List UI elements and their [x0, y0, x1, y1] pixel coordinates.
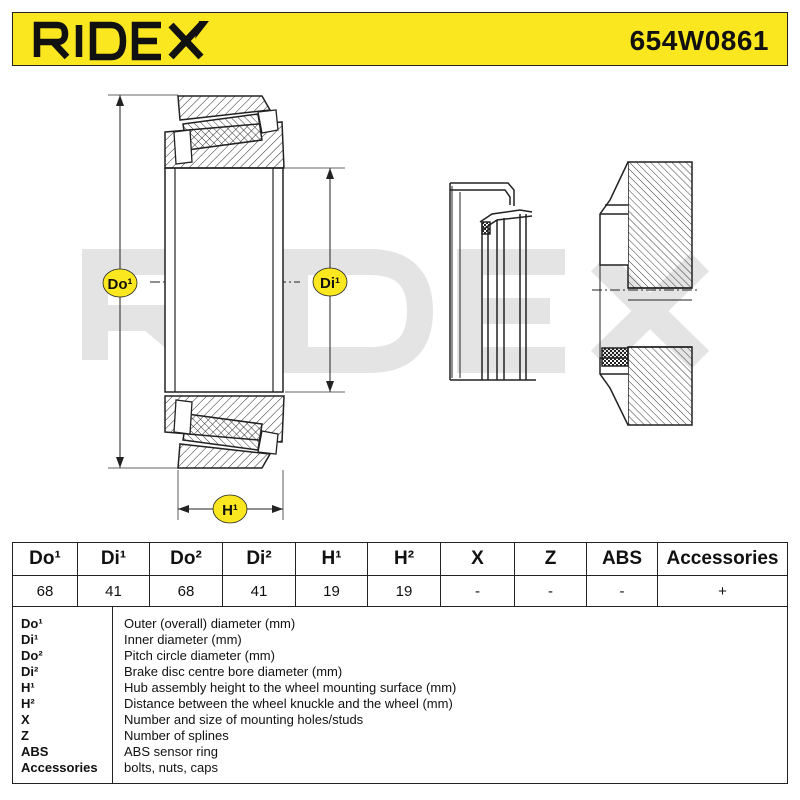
- ridex-logo: [33, 21, 209, 61]
- legend-code: Do²: [21, 648, 43, 663]
- bearing-section: [108, 94, 345, 520]
- legend-row: Di¹ Inner diameter (mm): [13, 632, 789, 648]
- legend-description: Distance between the wheel knuckle and t…: [124, 696, 453, 711]
- legend-row: Do² Pitch circle diameter (mm): [13, 648, 789, 664]
- legend-code: Di¹: [21, 632, 39, 647]
- legend-description: Number of splines: [124, 728, 229, 743]
- header-accessories: Accessories: [657, 542, 788, 576]
- legend-code: H²: [21, 696, 35, 711]
- value-accessories: +: [657, 575, 788, 607]
- value-h2: 19: [367, 575, 441, 607]
- value-do2: 68: [149, 575, 223, 607]
- legend-description: Inner diameter (mm): [124, 632, 242, 647]
- label-di1: Di¹: [312, 267, 348, 297]
- drawing-canvas: Do¹ Di¹ H¹: [82, 94, 710, 524]
- legend-description: Number and size of mounting holes/studs: [124, 712, 364, 727]
- legend-code: Di²: [21, 664, 39, 679]
- legend-description: bolts, nuts, caps: [124, 760, 218, 775]
- legend-table: Do¹ Outer (overall) diameter (mm) Di¹ In…: [12, 606, 788, 784]
- header-z: Z: [514, 542, 587, 576]
- header-h2: H²: [367, 542, 441, 576]
- label-do1: Do¹: [102, 268, 138, 298]
- legend-code: ABS: [21, 744, 49, 759]
- spec-table: Do¹ Di¹ Do² Di² H¹ H² X Z ABS Accessorie…: [12, 542, 788, 607]
- nut-section: [592, 161, 700, 426]
- value-do1: 68: [12, 575, 78, 607]
- header-h1: H¹: [295, 542, 368, 576]
- header-abs: ABS: [586, 542, 658, 576]
- legend-code: Z: [21, 728, 29, 743]
- legend-code: H¹: [21, 680, 35, 695]
- legend-code: Accessories: [21, 760, 98, 775]
- header-di1: Di¹: [77, 542, 150, 576]
- legend-description: Hub assembly height to the wheel mountin…: [124, 680, 457, 695]
- value-di1: 41: [77, 575, 150, 607]
- legend-description: Pitch circle diameter (mm): [124, 648, 275, 663]
- legend-description: Outer (overall) diameter (mm): [124, 616, 296, 631]
- legend-description: ABS sensor ring: [124, 744, 218, 759]
- label-do1-text: Do¹: [108, 276, 133, 293]
- legend-description: Brake disc centre bore diameter (mm): [124, 664, 343, 679]
- legend-row: Accessories bolts, nuts, caps: [13, 760, 789, 776]
- value-x: -: [440, 575, 515, 607]
- legend-row: Z Number of splines: [13, 728, 789, 744]
- legend-row: H² Distance between the wheel knuckle an…: [13, 696, 789, 712]
- legend-row: Do¹ Outer (overall) diameter (mm): [13, 616, 789, 632]
- label-h1-text: H¹: [222, 502, 238, 519]
- value-z: -: [514, 575, 587, 607]
- spec-header-row: Do¹ Di¹ Do² Di² H¹ H² X Z ABS Accessorie…: [12, 542, 788, 576]
- spec-value-row: 68 41 68 41 19 19 - - - +: [12, 575, 788, 607]
- legend-row: X Number and size of mounting holes/stud…: [13, 712, 789, 728]
- header-do1: Do¹: [12, 542, 78, 576]
- header-do2: Do²: [149, 542, 223, 576]
- legend-row: H¹ Hub assembly height to the wheel moun…: [13, 680, 789, 696]
- value-di2: 41: [222, 575, 296, 607]
- technical-drawing: Do¹ Di¹ H¹: [0, 70, 800, 540]
- part-number: 654W0861: [629, 25, 769, 56]
- value-h1: 19: [295, 575, 368, 607]
- legend-row: Di² Brake disc centre bore diameter (mm): [13, 664, 789, 680]
- label-di1-text: Di¹: [320, 275, 340, 292]
- header-bar: 654W0861: [12, 12, 788, 66]
- legend-code: X: [21, 712, 30, 727]
- header-x: X: [440, 542, 515, 576]
- legend-row: ABS ABS sensor ring: [13, 744, 789, 760]
- seal-section: [449, 182, 536, 381]
- value-abs: -: [586, 575, 658, 607]
- header-di2: Di²: [222, 542, 296, 576]
- label-h1: H¹: [212, 494, 248, 524]
- legend-code: Do¹: [21, 616, 43, 631]
- legend-divider: [112, 607, 113, 783]
